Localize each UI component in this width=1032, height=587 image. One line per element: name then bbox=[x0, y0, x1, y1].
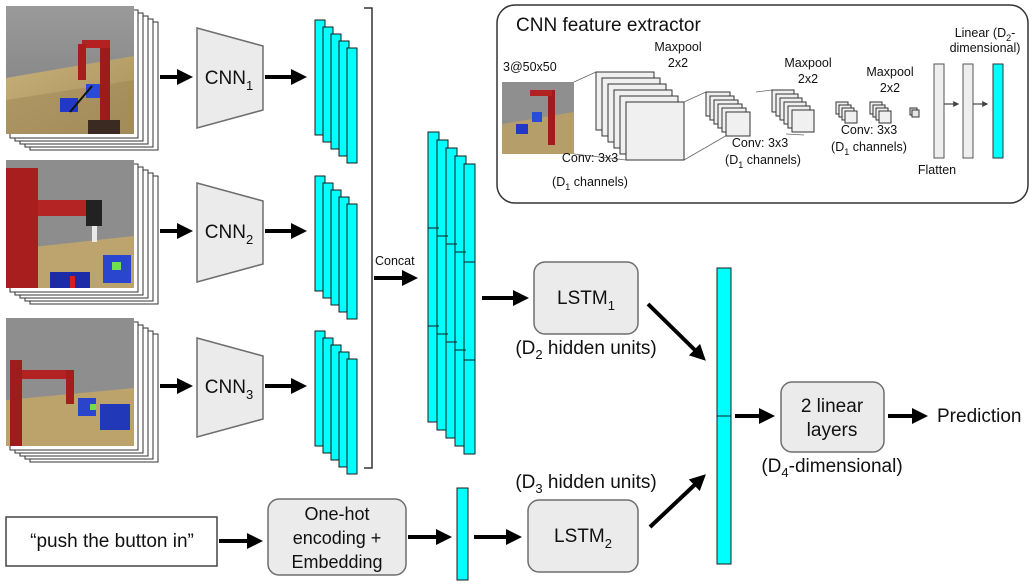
linear-d2-line-1: Linear (D2- bbox=[955, 26, 1016, 43]
conv3-feature-maps bbox=[869, 101, 892, 124]
robot-scene-image bbox=[6, 160, 134, 288]
embedding-vector bbox=[456, 487, 469, 581]
svg-text:LSTM2: LSTM2 bbox=[554, 526, 612, 551]
maxpool-1-line-2: 2x2 bbox=[668, 56, 688, 70]
lstm-2-hidden-units: (D3 hidden units) bbox=[515, 472, 656, 496]
lstm-2-subscript: 2 bbox=[605, 536, 612, 551]
camera-image-stack-1 bbox=[6, 6, 159, 151]
camera-image-stack-2 bbox=[6, 160, 159, 305]
linear-layers-line-1: 2 linear bbox=[801, 396, 864, 417]
conv-2-line-1: Conv: 3x3 bbox=[732, 136, 788, 150]
cnn-2-block: CNN2 bbox=[196, 182, 264, 283]
cnn-3-label: CNN bbox=[205, 377, 246, 398]
conv-3-channels: (D1 channels) bbox=[831, 140, 907, 157]
linear-layers-line-2: layers bbox=[807, 420, 858, 441]
lstm-1-block: LSTM1 bbox=[533, 261, 639, 335]
maxpool-3-line-1: Maxpool bbox=[866, 65, 913, 79]
camera-image-stack-3 bbox=[6, 318, 159, 463]
extractor-input-image bbox=[502, 82, 574, 154]
conv2-feature-maps bbox=[771, 89, 815, 133]
maxpool-3-line-2: 2x2 bbox=[880, 81, 900, 95]
conv-1-line-1: Conv: 3x3 bbox=[562, 151, 618, 165]
concatenated-feature-stack bbox=[427, 131, 476, 455]
cnn-1-label: CNN bbox=[205, 68, 246, 89]
svg-text:CNN2: CNN2 bbox=[205, 222, 253, 247]
maxpool-2-line-1: Maxpool bbox=[784, 56, 831, 70]
encoding-line-1: One-hot bbox=[304, 504, 369, 524]
svg-text:CNN3: CNN3 bbox=[205, 377, 253, 402]
feature-stack-2 bbox=[314, 175, 358, 320]
lstm-2-label: LSTM bbox=[554, 526, 605, 547]
maxpool-2-line-2: 2x2 bbox=[798, 72, 818, 86]
svg-text:LSTM1: LSTM1 bbox=[557, 288, 615, 313]
arrow-lstm1-to-combined bbox=[646, 302, 706, 361]
pooled-maps-3 bbox=[909, 107, 920, 118]
cnn-1-block: CNN1 bbox=[196, 27, 264, 129]
linear-d2-line-2: dimensional) bbox=[950, 41, 1021, 55]
pooled-maps-2 bbox=[835, 101, 858, 124]
robot-scene-image bbox=[6, 318, 134, 446]
flatten-and-linear-vectors bbox=[933, 63, 1004, 159]
conv1-feature-maps bbox=[595, 71, 685, 161]
arrow-lstm2-to-combined bbox=[648, 474, 706, 529]
concat-label: Concat bbox=[375, 254, 415, 268]
cnn-2-label: CNN bbox=[205, 222, 246, 243]
cnn-feature-extractor-inset: CNN feature extractor 3@50x50 Maxpool 2x… bbox=[496, 4, 1029, 204]
encoding-embedding-block: One-hot encoding + Embedding bbox=[267, 498, 407, 576]
encoding-line-3: Embedding bbox=[291, 552, 382, 572]
input-size-label: 3@50x50 bbox=[503, 60, 557, 74]
pooled-maps-1 bbox=[705, 91, 751, 137]
conv-1-channels: (D1 channels) bbox=[552, 175, 628, 192]
lstm-1-subscript: 1 bbox=[608, 298, 615, 313]
prediction-label: Prediction bbox=[937, 406, 1022, 427]
cnn-3-subscript: 3 bbox=[246, 387, 253, 402]
cnn-1-subscript: 1 bbox=[246, 78, 253, 93]
text-instruction-input: “push the button in” bbox=[5, 516, 218, 567]
flatten-label: Flatten bbox=[918, 163, 956, 177]
concat-bracket bbox=[364, 7, 373, 469]
linear-layers-block: 2 linear layers bbox=[780, 381, 885, 453]
instruction-text: “push the button in” bbox=[30, 531, 194, 552]
svg-text:CNN1: CNN1 bbox=[205, 68, 253, 93]
maxpool-1-line-1: Maxpool bbox=[654, 40, 701, 54]
feature-stack-3 bbox=[314, 330, 358, 475]
linear-layers-dimension: (D4-dimensional) bbox=[761, 456, 902, 480]
robot-scene-image bbox=[6, 6, 134, 134]
lstm-1-label: LSTM bbox=[557, 288, 608, 309]
feature-stack-1 bbox=[314, 19, 358, 164]
encoding-line-2: encoding + bbox=[293, 528, 382, 548]
combined-feature-vector bbox=[716, 267, 732, 565]
concat-segment-dividers bbox=[428, 227, 475, 361]
conv-2-channels: (D1 channels) bbox=[725, 153, 801, 170]
conv-3-line-1: Conv: 3x3 bbox=[841, 123, 897, 137]
cnn-2-subscript: 2 bbox=[246, 232, 253, 247]
extractor-title: CNN feature extractor bbox=[516, 15, 701, 36]
cnn-3-block: CNN3 bbox=[196, 337, 264, 438]
lstm-1-hidden-units: (D2 hidden units) bbox=[515, 338, 656, 362]
lstm-2-block: LSTM2 bbox=[527, 499, 639, 573]
